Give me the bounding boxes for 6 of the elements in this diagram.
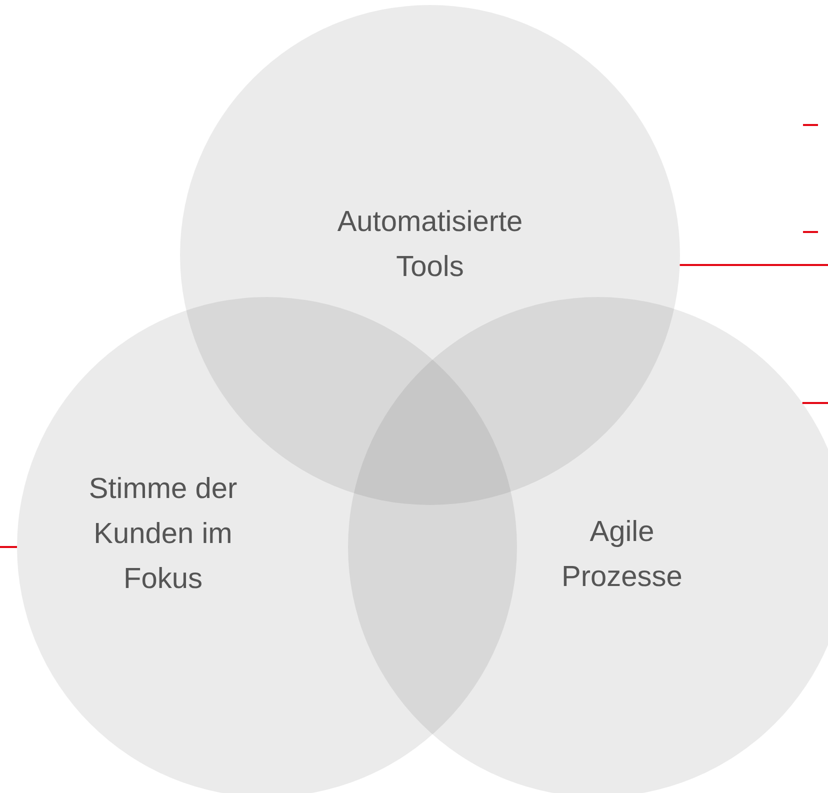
leader-line xyxy=(0,546,17,548)
circle-label: Stimme der Kunden im Fokus xyxy=(88,472,238,597)
leader-line xyxy=(680,264,828,266)
circle-label: Automatisierte Tools xyxy=(336,205,524,285)
circle-label: Agile Prozesse xyxy=(560,515,684,595)
leader-line xyxy=(802,402,828,404)
